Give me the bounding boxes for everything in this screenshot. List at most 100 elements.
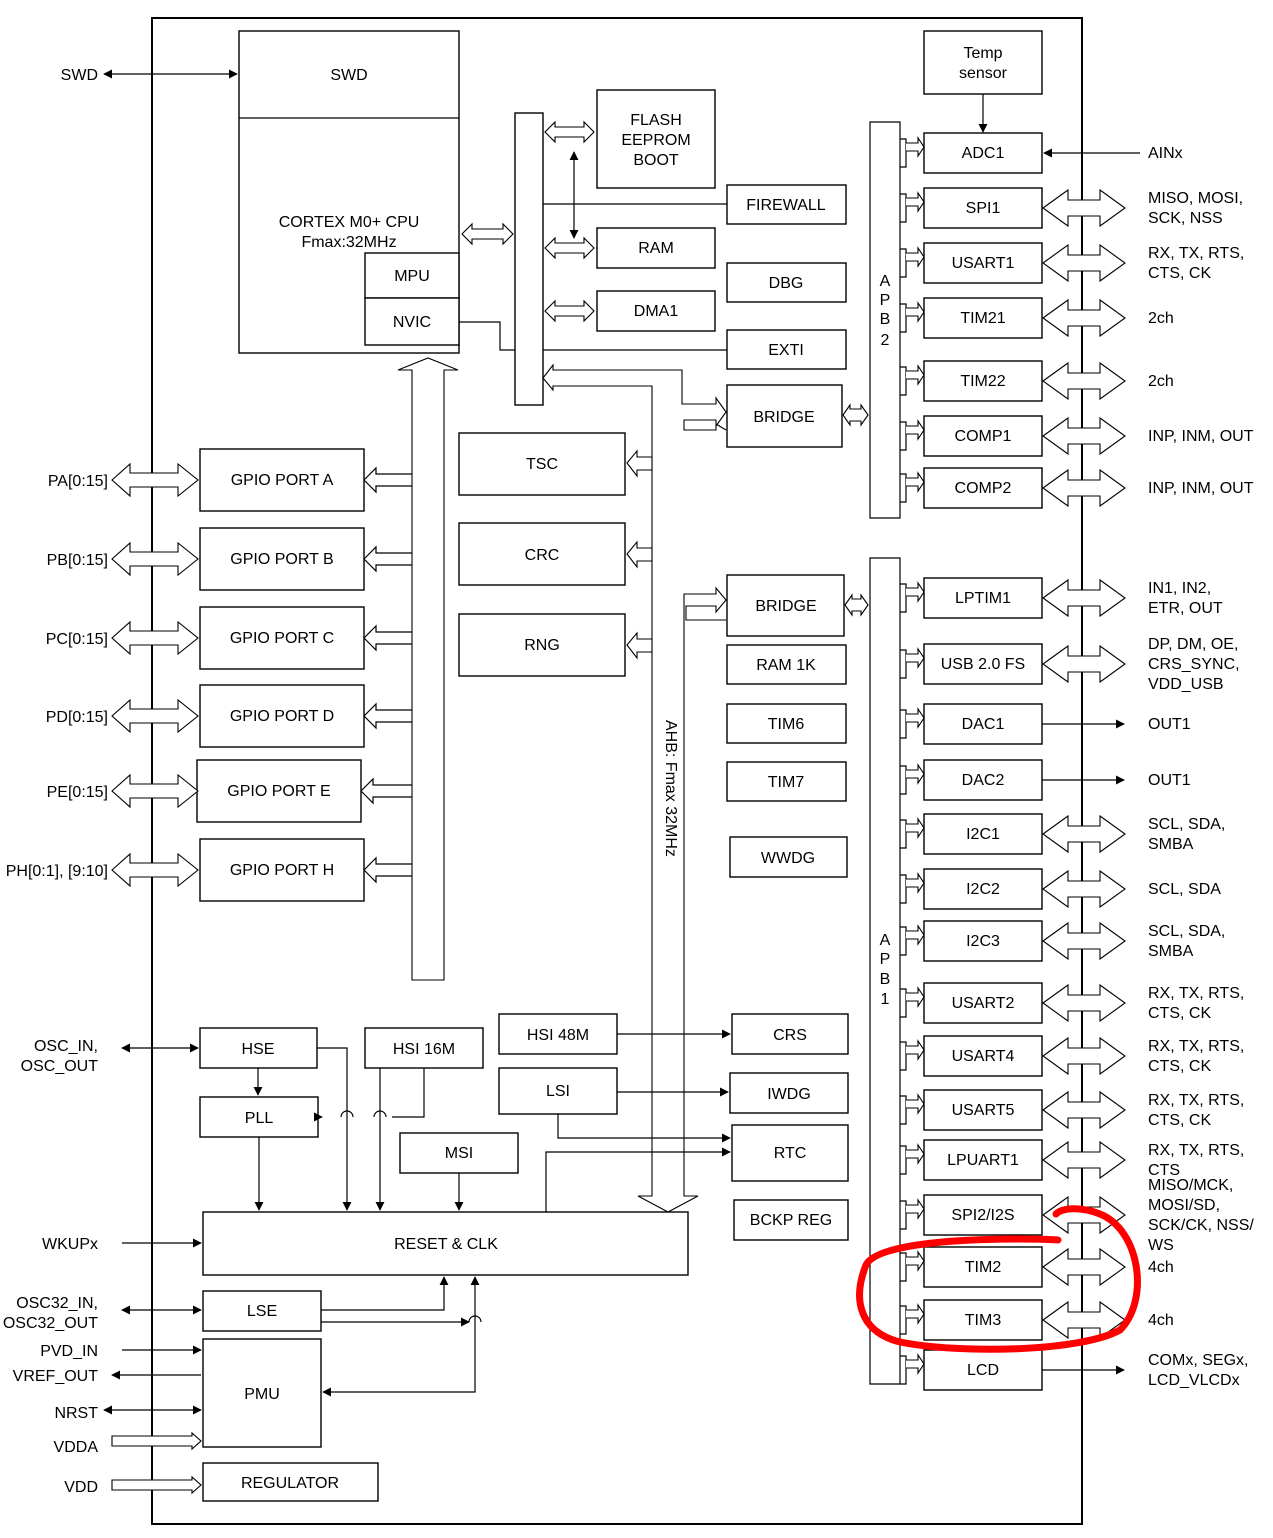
tim7-label: TIM7 [768, 774, 805, 791]
pin-swd: SWD [61, 67, 98, 84]
rng-arrow [626, 631, 653, 660]
periph-signal: OUT1 [1148, 772, 1191, 789]
periph-label: ADC1 [962, 145, 1005, 162]
red-highlight-annotation [856, 1205, 1141, 1353]
iwdg-label: IWDG [767, 1086, 811, 1103]
pin-label: PH[0:1], [9:10] [6, 863, 108, 880]
lsi-label: LSI [546, 1083, 570, 1100]
periph-signal: LCD_VLCDx [1148, 1372, 1240, 1389]
bridge2-apb-arrow [842, 403, 869, 427]
hse-block [199, 1027, 318, 1069]
periph-label: I2C1 [966, 826, 1000, 843]
periph-label: I2C3 [966, 933, 1000, 950]
periph-signal: 2ch [1148, 373, 1174, 390]
periph-label: TIM21 [960, 310, 1005, 327]
svg-text:P: P [880, 951, 891, 968]
dma1-label: DMA1 [634, 303, 679, 320]
periph-signal: MISO, MOSI, [1148, 190, 1243, 207]
boot-label: BOOT [633, 152, 679, 169]
bridge-apb2-label: BRIDGE [753, 409, 814, 426]
gpio-bus [397, 357, 459, 981]
pin-osc32-in: OSC32_IN, [16, 1295, 98, 1312]
pin-vdda: VDDA [54, 1439, 99, 1456]
periph-label: USART2 [952, 995, 1015, 1012]
periph-signal: VDD_USB [1148, 676, 1224, 693]
firewall-label: FIREWALL [746, 197, 826, 214]
periph-signal: MOSI/SD, [1148, 1197, 1220, 1214]
periph-label: COMP1 [955, 428, 1012, 445]
periph-signal: RX, TX, RTS, [1148, 245, 1244, 262]
periph-signal: SMBA [1148, 943, 1194, 960]
periph-signal: DP, DM, OE, [1148, 636, 1238, 653]
bridge-apb2-block [726, 384, 843, 448]
pin-label: PA[0:15] [48, 473, 108, 490]
rng-block [458, 613, 626, 677]
apb2-label: A P B 2 [880, 273, 891, 349]
tsc-label: TSC [526, 456, 558, 473]
dbg-block [726, 262, 847, 303]
dma-arrow [544, 299, 595, 323]
gpio-c-port: GPIO PORT CPC[0:15] [46, 606, 412, 670]
crs-block [731, 1013, 849, 1055]
gpio-label: GPIO PORT C [230, 630, 334, 647]
periph-signal: RX, TX, RTS, [1148, 1092, 1244, 1109]
pin-osc-out: OSC_OUT [21, 1058, 99, 1075]
gpio-d-port: GPIO PORT DPD[0:15] [46, 684, 412, 748]
bckp-label: BCKP REG [750, 1212, 832, 1229]
pin-wkup: WKUPx [42, 1236, 98, 1253]
cpu-label: CORTEX M0+ CPU [279, 214, 420, 231]
svg-text:B: B [880, 311, 891, 328]
rtc-label: RTC [774, 1145, 807, 1162]
gpio-h-port: GPIO PORT HPH[0:1], [9:10] [6, 838, 412, 902]
gpio-e-port: GPIO PORT EPE[0:15] [47, 759, 412, 823]
periph-signal: SCK, NSS [1148, 210, 1223, 227]
hsi48-label: HSI 48M [527, 1027, 589, 1044]
pin-label: PD[0:15] [46, 709, 108, 726]
periph-signal: AINx [1148, 145, 1183, 162]
periph-signal: OUT1 [1148, 716, 1191, 733]
dbg-label: DBG [769, 275, 804, 292]
pmu-block [202, 1338, 322, 1448]
eeprom-label: EEPROM [621, 132, 690, 149]
ram1k-label: RAM 1K [756, 657, 816, 674]
svg-text:1: 1 [881, 991, 890, 1008]
periph-label: DAC2 [962, 772, 1005, 789]
ahb-label: AHB: Fmax 32MHz [662, 720, 679, 857]
hse-label: HSE [242, 1041, 275, 1058]
gpio-a-port: GPIO PORT APA[0:15] [48, 448, 412, 512]
iwdg-block [729, 1072, 849, 1114]
crc-label: CRC [525, 547, 560, 564]
bridge-apb1-label: BRIDGE [755, 598, 816, 615]
tim6-block [726, 703, 847, 744]
periph-label: SPI2/I2S [951, 1207, 1014, 1224]
rtc-block [731, 1124, 849, 1182]
rng-label: RNG [524, 637, 560, 654]
periph-signal: CTS, CK [1148, 1005, 1211, 1022]
tim7-block [726, 761, 847, 802]
periph-signal: COMx, SEGx, [1148, 1352, 1248, 1369]
cpu-matrix-arrow [461, 222, 514, 246]
hsi16-label: HSI 16M [393, 1041, 455, 1058]
ram-block [596, 227, 716, 269]
regulator-label: REGULATOR [241, 1475, 339, 1492]
crc-block [458, 522, 626, 586]
ram-arrow [544, 236, 595, 260]
periph-signal: 2ch [1148, 310, 1174, 327]
svg-text:P: P [880, 292, 891, 309]
crc-arrow [626, 540, 653, 569]
periph-signal: CTS [1148, 1162, 1180, 1179]
cpu-block: SWD CORTEX M0+ CPU Fmax:32MHz MPU NVIC [238, 30, 460, 354]
ram1k-block [726, 644, 847, 685]
periph-signal: WS [1148, 1237, 1174, 1254]
gpio-label: GPIO PORT B [230, 551, 333, 568]
